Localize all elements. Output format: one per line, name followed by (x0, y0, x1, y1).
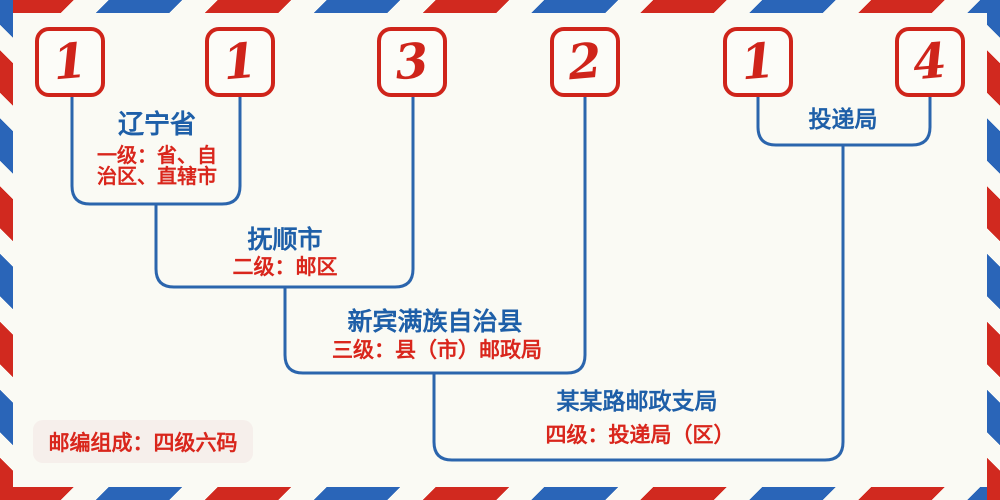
branch-name-label: 某某路邮政支局 (556, 389, 718, 415)
bracket-delivery (756, 97, 932, 147)
city-level-desc: 二级：邮区 (232, 255, 338, 279)
city-name-label: 抚顺市 (247, 225, 323, 254)
postal-digit-5: 1 (738, 32, 778, 92)
branch-level-desc: 四级：投递局（区） (545, 423, 735, 447)
footer-note-text: 邮编组成：四级六码 (48, 430, 238, 455)
province-name-label: 辽宁省 (117, 110, 197, 140)
postal-digit-box-5: 1 (723, 27, 793, 97)
airmail-border-top (0, 0, 1000, 13)
bracket-level4 (432, 145, 845, 462)
airmail-border-right (987, 0, 1000, 500)
postal-digit-box-6: 4 (895, 27, 965, 97)
postal-digit-2: 1 (220, 32, 260, 92)
postal-digit-box-2: 1 (205, 27, 275, 97)
airmail-border-bottom (0, 487, 1000, 500)
postal-digit-6: 4 (910, 32, 950, 92)
delivery-office-label: 投递局 (808, 107, 878, 133)
province-level-desc: 一级：省、自治区、直辖市 (97, 143, 217, 188)
postal-digit-4: 2 (565, 32, 605, 92)
postal-digit-1: 1 (50, 32, 90, 92)
postal-digit-3: 3 (392, 32, 432, 92)
county-level-desc: 三级：县（市）邮政局 (332, 338, 542, 362)
postal-digit-box-3: 3 (377, 27, 447, 97)
footer-note-pill: 邮编组成：四级六码 (33, 420, 253, 463)
postal-digit-box-1: 1 (35, 27, 105, 97)
county-name-label: 新宾满族自治县 (347, 307, 523, 336)
airmail-border-left (0, 0, 13, 500)
postal-digit-box-4: 2 (550, 27, 620, 97)
